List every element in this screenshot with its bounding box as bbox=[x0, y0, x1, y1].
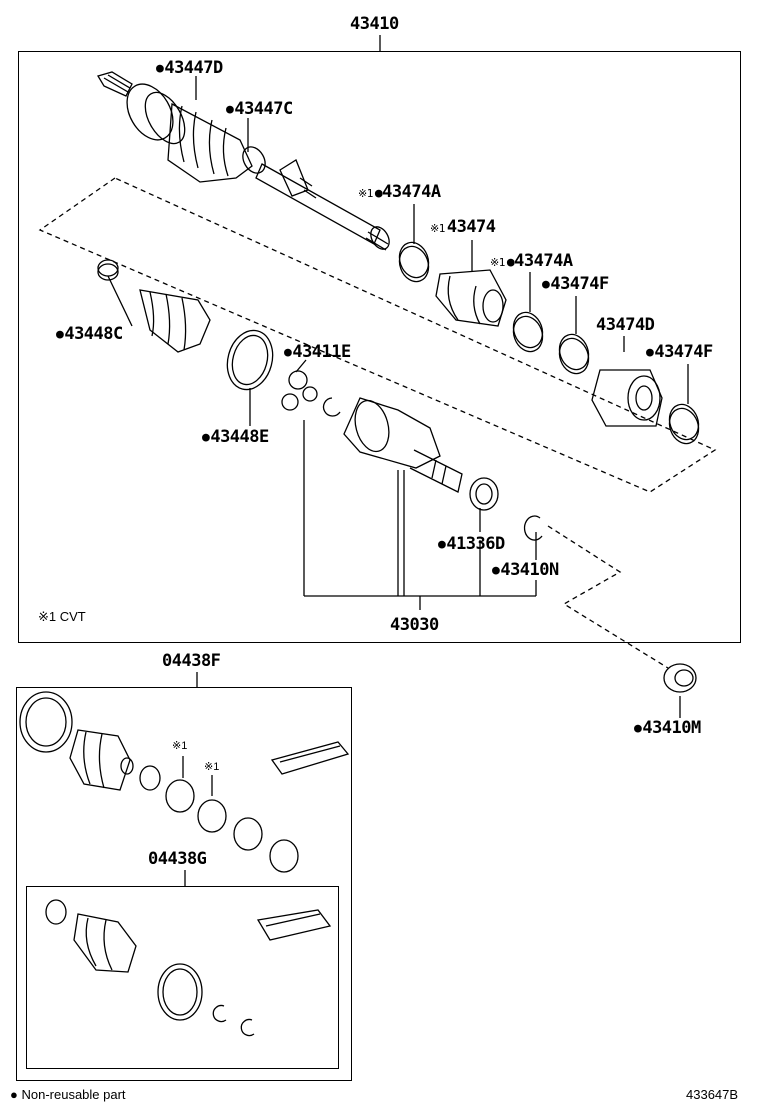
part-43410N[interactable]: 43410N bbox=[492, 562, 559, 579]
kit-note-2: ※1 bbox=[204, 761, 220, 773]
note-cvt-marker: ※1 bbox=[358, 187, 373, 200]
part-43474F-1[interactable]: 43474F bbox=[542, 276, 609, 293]
legend: ● Non-reusable part bbox=[10, 1088, 126, 1101]
part-43410M[interactable]: 43410M bbox=[634, 720, 701, 737]
kit-inner-label[interactable]: 04438G bbox=[148, 849, 207, 869]
part-43411E[interactable]: 43411E bbox=[284, 344, 351, 361]
legend-text: Non-reusable part bbox=[21, 1087, 126, 1102]
note-cvt-marker: ※1 bbox=[490, 256, 505, 269]
nonreusable-bullet-icon: ● bbox=[10, 1087, 18, 1102]
part-41336D[interactable]: 41336D bbox=[438, 536, 505, 553]
part-43474A-1[interactable]: 43474A bbox=[382, 182, 441, 202]
kit-outer-frame bbox=[16, 687, 352, 1081]
note-cvt-marker: ※1 bbox=[430, 222, 445, 235]
part-43474A-2-group: ※1●43474A bbox=[490, 251, 573, 271]
part-43447D[interactable]: 43447D bbox=[156, 60, 223, 77]
kit-note-1: ※1 bbox=[172, 740, 188, 752]
part-43474F-2[interactable]: 43474F bbox=[646, 344, 713, 361]
part-43474A-1-group: ※1●43474A bbox=[358, 182, 441, 202]
part-43030[interactable]: 43030 bbox=[390, 615, 439, 635]
main-assembly-frame bbox=[18, 51, 741, 643]
part-43447C[interactable]: 43447C bbox=[226, 101, 293, 118]
kit-outer-label[interactable]: 04438F bbox=[162, 651, 221, 671]
kit-inner-frame bbox=[26, 886, 339, 1069]
part-43474D[interactable]: 43474D bbox=[596, 315, 655, 335]
part-43474[interactable]: 43474 bbox=[446, 217, 496, 237]
assembly-label: 43410 bbox=[350, 14, 399, 34]
diagram-id: 433647B bbox=[686, 1087, 739, 1102]
part-43448E[interactable]: 43448E bbox=[202, 429, 269, 446]
part-43448C[interactable]: 43448C bbox=[56, 326, 123, 343]
part-43474A-2[interactable]: 43474A bbox=[514, 251, 573, 271]
footnote-cvt: ※1 CVT bbox=[38, 609, 86, 624]
